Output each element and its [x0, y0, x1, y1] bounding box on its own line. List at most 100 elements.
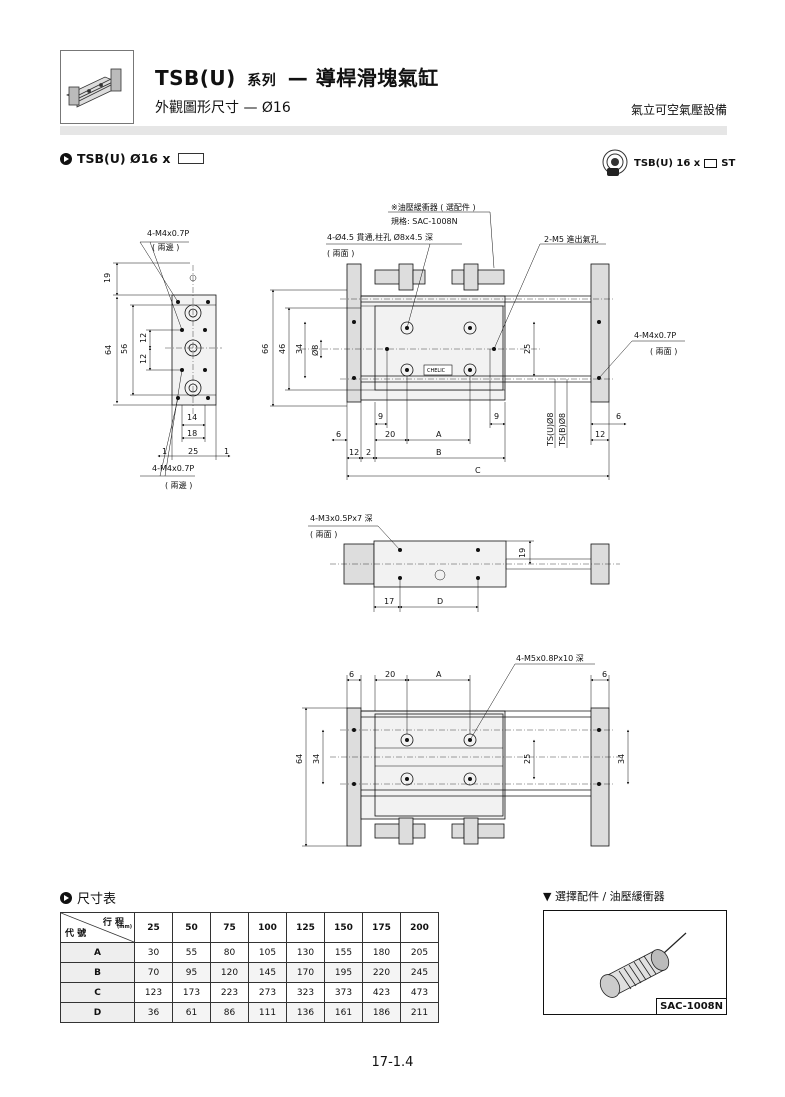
- dim-12-right: 12: [595, 430, 605, 439]
- dim-19-left: 19: [103, 273, 112, 283]
- dim-19-side: 19: [518, 548, 527, 558]
- stroke-col-header: 175: [362, 912, 401, 943]
- page-number: 17-1.4: [371, 1055, 414, 1070]
- dim-25-bottom: 25: [523, 754, 532, 764]
- stroke-col-header: 75: [210, 912, 249, 943]
- side-view: 4-M3x0.5Px7 深 ( 兩面 ) 17 D 19: [308, 514, 620, 612]
- table-title: 尺寸表: [77, 892, 117, 907]
- slide-cylinder-image: [66, 68, 122, 108]
- stroke-col-header: 200: [400, 912, 439, 943]
- callout-m3: 4-M3x0.5Px7 深: [310, 514, 373, 523]
- dim-56: 56: [120, 344, 129, 354]
- dim-2: 2: [366, 448, 371, 457]
- table-cell: 205: [400, 942, 439, 963]
- model-name: TSB(U): [155, 66, 236, 90]
- play-bullet-icon: [60, 152, 72, 165]
- dim-6-top-right: 6: [616, 412, 621, 421]
- dim-64-left: 64: [104, 345, 113, 355]
- dim-1-left: 1: [162, 447, 167, 456]
- table-row: A 30 55 80 105 130 155 180 205: [60, 942, 439, 963]
- rod-spec-b: TS(B)Ø8: [557, 413, 567, 447]
- table-cell: 145: [248, 962, 287, 983]
- callout-shock: ※油壓緩衝器 ( 選配件 ): [391, 202, 476, 212]
- stroke-box-icon: [178, 153, 205, 164]
- play-bullet-icon: [60, 891, 72, 904]
- dim-12-bottom: 12: [349, 448, 359, 457]
- dim-6-bottom-right: 6: [602, 670, 607, 679]
- table-cell: 423: [362, 982, 401, 1003]
- header-code: 代 號: [65, 929, 87, 939]
- rod-spec-u: TS(U)Ø8: [545, 413, 555, 447]
- accessory-heading: ▼ 選擇配件 / 油壓緩衝器: [543, 890, 665, 903]
- shock-absorber-image: [599, 932, 687, 998]
- table-corner-cell: 行 程 (mm) 代 號: [60, 912, 135, 943]
- table-cell: 245: [400, 962, 439, 983]
- callout-both-sides-top: ( 兩邊 ): [152, 242, 179, 252]
- product-name: 導桿滑塊氣缸: [315, 66, 439, 90]
- dim-1-right: 1: [224, 447, 229, 456]
- callout-both-sides-bottom: ( 兩邊 ): [165, 480, 192, 490]
- table-cell: 36: [134, 1002, 173, 1023]
- table-cell: 323: [286, 982, 325, 1003]
- dim-12-lower: 12: [139, 354, 148, 364]
- callout-both-faces-right: ( 兩面 ): [650, 347, 677, 356]
- callout-exhaust: 2-M5 進出氣孔: [544, 234, 599, 244]
- top-view: CHELIC 66 46 34 Ø8 25: [261, 202, 685, 480]
- dim-66: 66: [261, 344, 270, 354]
- variant-suffix: ST: [721, 157, 736, 169]
- table-cell: 220: [362, 962, 401, 983]
- section-model-heading: TSB(U) Ø16 x: [60, 151, 205, 166]
- variant-badge: TSB(U) 16 x ST: [601, 148, 735, 178]
- table-cell: 61: [172, 1002, 211, 1023]
- row-code: D: [60, 1002, 135, 1023]
- table-cell: 170: [286, 962, 325, 983]
- end-view: 4-M4x0.7P ( 兩邊 ) 19 64 56 12 12 14 18 1 …: [103, 229, 231, 490]
- product-thumbnail: [60, 50, 134, 124]
- dim-25-end: 25: [188, 447, 198, 456]
- dim-64-bottom: 64: [295, 754, 304, 764]
- dim-D: D: [437, 597, 443, 606]
- callout-shock-spec: 規格: SAC-1008N: [391, 216, 458, 226]
- row-code: B: [60, 962, 135, 983]
- dim-25-top: 25: [523, 344, 532, 354]
- diagonal-divider: [61, 913, 134, 942]
- stroke-col-header: 25: [134, 912, 173, 943]
- table-cell: 95: [172, 962, 211, 983]
- table-header-row: 行 程 (mm) 代 號 25 50 75 100 125 150 175 20…: [60, 912, 439, 943]
- dim-20-top: 20: [385, 430, 395, 439]
- table-cell: 195: [324, 962, 363, 983]
- table-cell: 55: [172, 942, 211, 963]
- stroke-col-header: 50: [172, 912, 211, 943]
- table-cell: 70: [134, 962, 173, 983]
- table-cell: 373: [324, 982, 363, 1003]
- dim-rod-dia: Ø8: [310, 345, 320, 356]
- variant-box-icon: [704, 158, 718, 168]
- table-cell: 130: [286, 942, 325, 963]
- dim-A-top: A: [436, 430, 442, 439]
- dim-46: 46: [278, 344, 287, 354]
- section-model-label: TSB(U) Ø16 x: [77, 151, 171, 166]
- stroke-col-header: 100: [248, 912, 287, 943]
- dim-A-bottom: A: [436, 670, 442, 679]
- dim-9-right: 9: [494, 412, 499, 421]
- table-cell: 123: [134, 982, 173, 1003]
- shock-absorber-icon: [602, 149, 628, 176]
- technical-drawing: .ln { stroke:#111; stroke-width:0.8; fil…: [103, 202, 685, 847]
- table-cell: 136: [286, 1002, 325, 1023]
- header-stroke: 行 程: [102, 918, 124, 928]
- table-cell: 30: [134, 942, 173, 963]
- table-cell: 80: [210, 942, 249, 963]
- dim-20-bottom: 20: [385, 670, 395, 679]
- table-cell: 86: [210, 1002, 249, 1023]
- table-row: C 123 173 223 273 323 373 423 473: [60, 982, 439, 1003]
- bottom-view: 6 20 A 6 4-M5x0.8Px10 深 64 34 25 34: [295, 654, 630, 847]
- page-subtitle: 外觀圖形尺寸 — Ø16: [155, 100, 291, 116]
- callout-m4-bottom: 4-M4x0.7P: [152, 464, 194, 473]
- table-row: B 70 95 120 145 170 195 220 245: [60, 962, 439, 983]
- dim-34-top: 34: [295, 344, 304, 354]
- callout-both-faces-side: ( 兩面 ): [310, 530, 337, 539]
- brand-name: 氣立可空氣壓設備: [630, 103, 727, 117]
- dim-34-bottom-right: 34: [617, 754, 626, 764]
- nameplate: [423, 364, 453, 376]
- dim-6-bottom-left: 6: [349, 670, 354, 679]
